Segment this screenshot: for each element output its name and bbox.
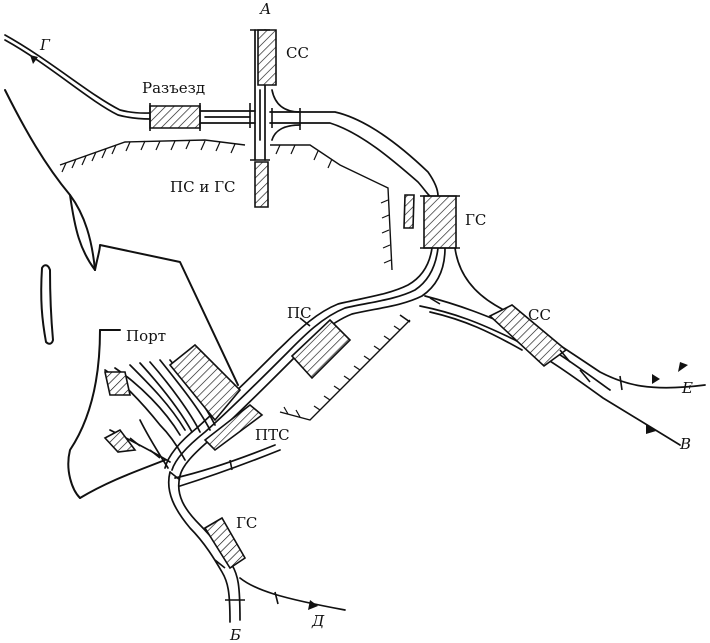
- label-razezd: Разъезд: [142, 79, 205, 97]
- shoreline: [4, 89, 239, 499]
- label-ps-gs: ПС и ГС: [170, 178, 236, 196]
- yard-ps: [290, 318, 352, 380]
- yard-ss-right: [488, 304, 568, 368]
- arrow-d: [308, 600, 318, 610]
- track-south: [167, 444, 346, 623]
- track-east-north: [269, 89, 439, 197]
- yard-ss-top: [257, 29, 277, 86]
- track-razezd: [199, 110, 256, 124]
- label-b: Б: [229, 626, 241, 643]
- yard-razezd: [149, 105, 201, 129]
- label-ps: ПС: [287, 304, 312, 322]
- yard-port: [103, 343, 242, 453]
- label-pts: ПТС: [255, 426, 290, 444]
- label-d: Д: [311, 612, 325, 630]
- label-a: А: [259, 0, 271, 18]
- yard-ps-gs: [254, 161, 269, 208]
- yard-pts: [203, 403, 264, 452]
- track-g-branch: [4, 34, 151, 120]
- label-g: Г: [39, 36, 51, 54]
- label-v: В: [679, 435, 691, 453]
- embankment-lower: [279, 319, 411, 421]
- label-ss-top: СС: [286, 44, 309, 62]
- switch-ticks: [129, 29, 623, 605]
- arrow-g: [30, 55, 38, 64]
- arrow-e-out: [652, 374, 660, 384]
- yard-gs-mid: [403, 194, 457, 249]
- arrow-e-in: [678, 362, 688, 372]
- label-ss-right: СС: [528, 306, 551, 324]
- direction-arrows: [30, 55, 688, 610]
- arrow-v: [646, 424, 656, 434]
- label-gs-mid: ГС: [465, 211, 486, 229]
- label-gs-bottom: ГС: [236, 514, 257, 532]
- label-e: Е: [681, 379, 693, 397]
- label-port: Порт: [126, 327, 166, 345]
- yard-gs-bottom: [203, 516, 247, 570]
- embankment-upper: [59, 139, 393, 271]
